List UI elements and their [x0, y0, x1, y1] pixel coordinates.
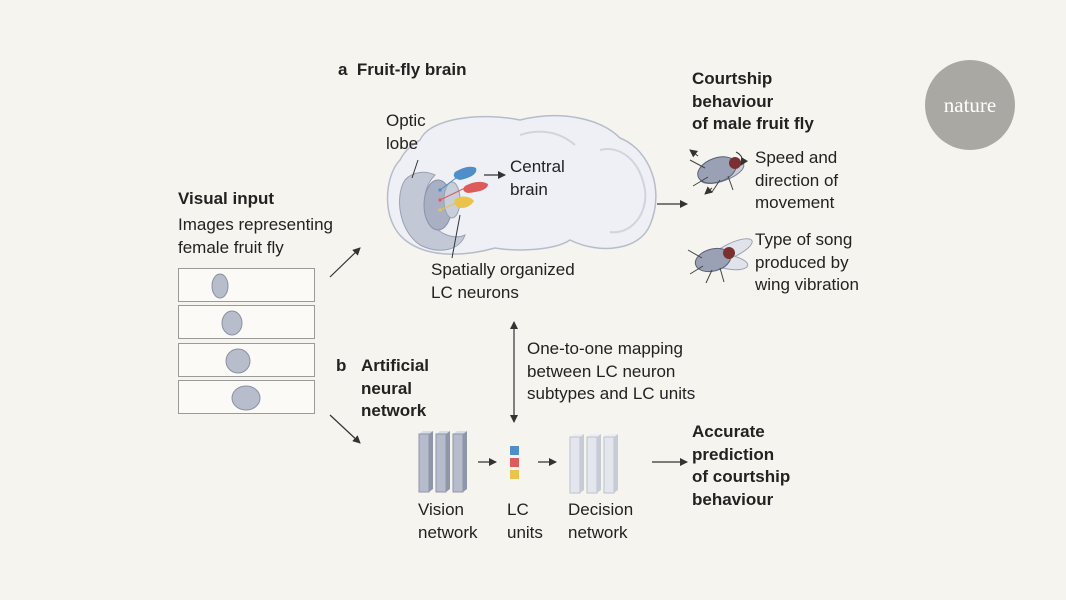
mapping-line: One-to-one mapping: [527, 339, 683, 358]
lc-units-line: units: [507, 522, 543, 542]
mapping-line: between LC neuron: [527, 361, 676, 381]
courtship-title: Courtship behaviour of male fruit fly: [692, 68, 814, 136]
stimulus-image-2: [178, 305, 315, 339]
section-b-title-line: Artificial: [361, 356, 430, 375]
vision-network-icon: [418, 431, 467, 493]
lc-neurons-line: Spatially organized: [431, 260, 575, 279]
mapping-line: subtypes and LC units: [527, 384, 696, 403]
input-to-brain-arrow: [329, 247, 361, 278]
song-line: produced by: [755, 252, 849, 272]
courtship-title-line: Courtship: [692, 69, 773, 88]
lc-neurons-pointer: [451, 214, 461, 259]
optic-lobe-label: Optic lobe: [386, 110, 426, 155]
prediction-label: Accurate prediction of courtship behavio…: [692, 421, 790, 511]
nature-logo: nature: [925, 60, 1015, 150]
fly-brain-illustration: [386, 114, 657, 255]
vision-network-label: Vision network: [418, 499, 478, 544]
vision-network-line: Vision: [418, 500, 464, 519]
movement-line: Speed and: [755, 148, 838, 167]
decision-network-label: Decision network: [568, 499, 633, 544]
movement-line: direction of: [755, 170, 839, 190]
lc-units-icon: [510, 446, 519, 479]
section-b-title: Artificial neural network: [361, 355, 429, 423]
song-line: Type of song: [755, 230, 853, 249]
movement-label: Speed and direction of movement: [755, 147, 838, 215]
song-label: Type of song produced by wing vibration: [755, 229, 859, 297]
decision-network-line: network: [568, 522, 628, 542]
prediction-line: of courtship: [692, 467, 791, 486]
optic-lobe-line: Optic: [386, 111, 426, 130]
optic-lobe-line: lobe: [386, 133, 419, 153]
central-brain-line: brain: [510, 179, 548, 199]
visual-input-line: female fruit fly: [178, 237, 284, 257]
prediction-line: behaviour: [692, 489, 774, 509]
decision-network-icon: [569, 434, 618, 494]
prediction-line: Accurate: [692, 422, 765, 441]
fly-singing-icon: [687, 238, 753, 284]
lc-units-line: LC: [507, 500, 529, 519]
mapping-label: One-to-one mapping between LC neuron sub…: [527, 338, 695, 406]
visual-input-title: Visual input: [178, 189, 275, 208]
stimulus-image-1: [178, 268, 315, 302]
section-b-title-line: network: [361, 401, 427, 420]
lc-neurons-line: LC neurons: [431, 282, 519, 302]
fly-walking-icon: [689, 149, 749, 195]
courtship-title-line: behaviour: [692, 91, 774, 111]
nature-logo-text: nature: [943, 92, 997, 117]
prediction-line: prediction: [692, 444, 775, 464]
lc-units-label: LC units: [507, 499, 543, 544]
central-brain-label: Central brain: [510, 156, 565, 201]
section-b-letter: b: [336, 356, 347, 375]
visual-input-description: Images representing female fruit fly: [178, 214, 333, 259]
section-b-title-line: neural: [361, 378, 413, 398]
courtship-title-line: of male fruit fly: [692, 114, 814, 133]
lc-neurons-label: Spatially organized LC neurons: [431, 259, 575, 304]
decision-network-line: Decision: [568, 500, 634, 519]
song-line: wing vibration: [755, 275, 859, 294]
section-a-letter: a: [338, 60, 348, 79]
movement-line: movement: [755, 193, 835, 212]
vision-network-line: network: [418, 522, 478, 542]
section-a-heading: a Fruit-fly brain: [338, 59, 466, 82]
section-a-title: Fruit-fly brain: [356, 60, 467, 79]
central-brain-line: Central: [510, 157, 565, 176]
visual-input-line: Images representing: [178, 215, 333, 234]
input-to-network-arrow: [329, 414, 361, 444]
optic-lobe-pointer: [411, 159, 419, 179]
